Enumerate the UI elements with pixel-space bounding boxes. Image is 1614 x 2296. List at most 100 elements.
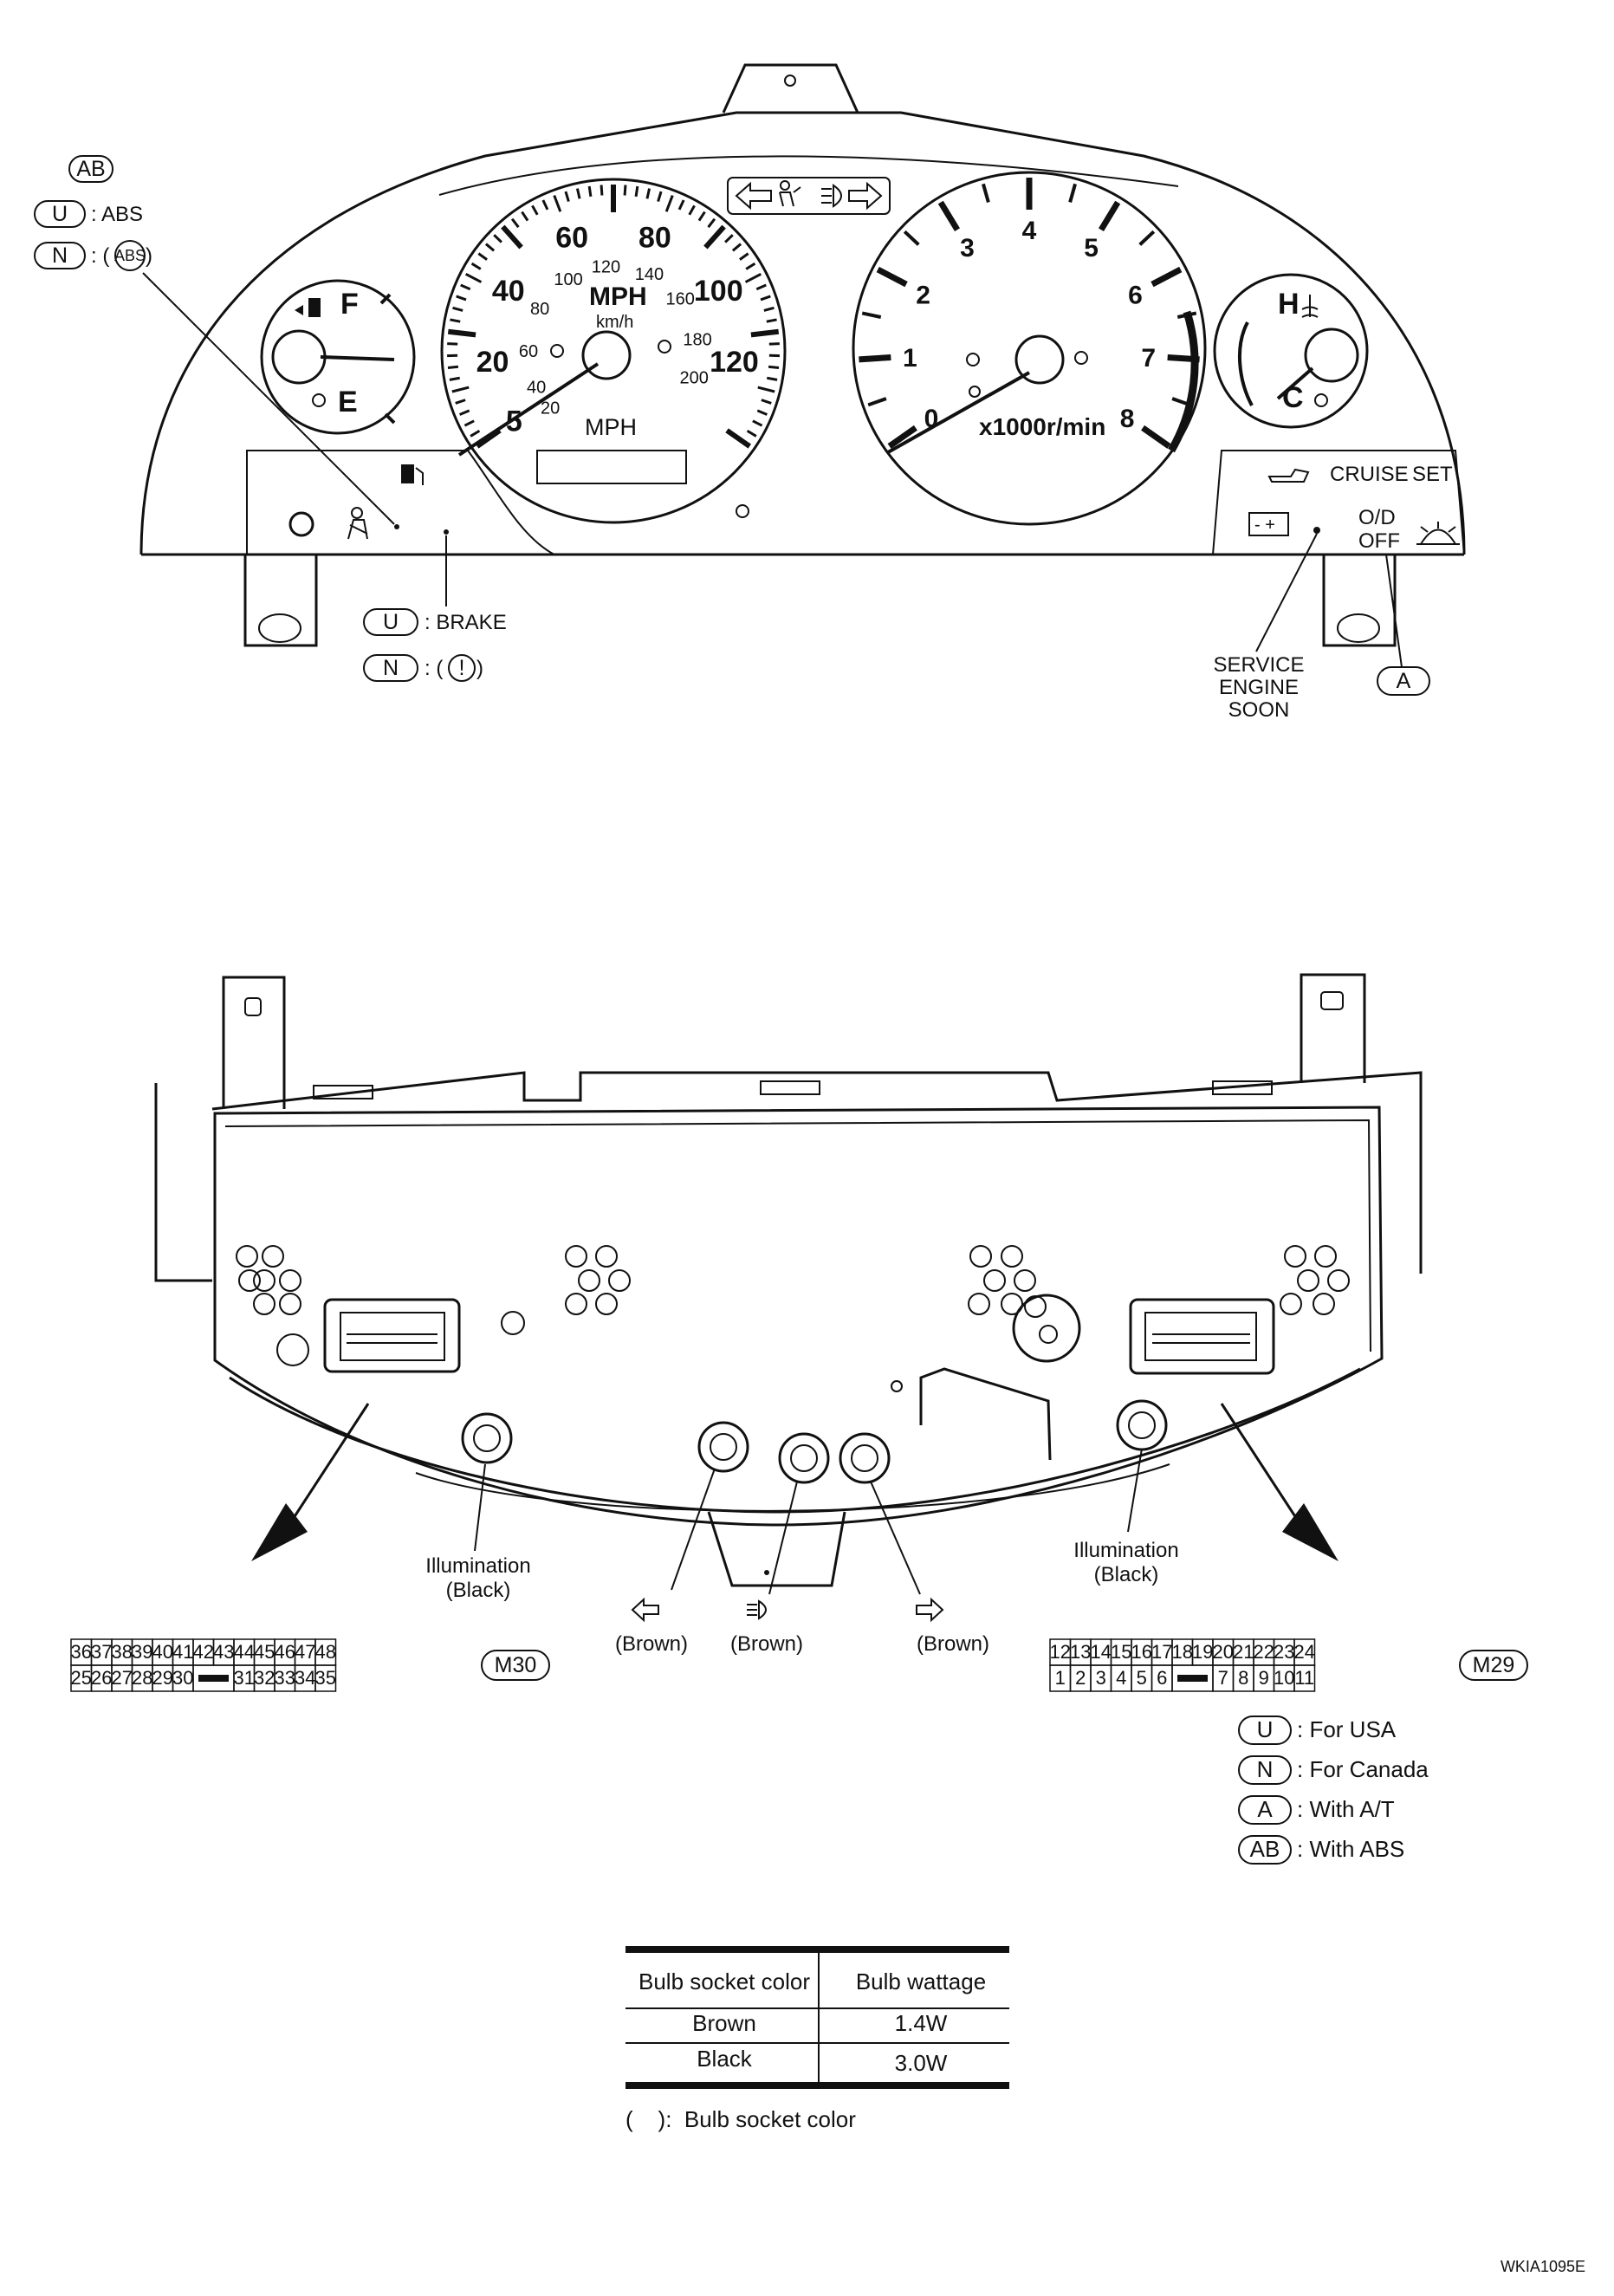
connector-pin-number: 4 (1116, 1667, 1126, 1689)
speedometer-tick (531, 204, 539, 216)
lower-right-warning-lamps: CRUISE SET - + O/D OFF (1248, 463, 1460, 553)
speedometer-kmh-label: 80 (530, 300, 549, 319)
oil-pressure-icon (1267, 468, 1310, 483)
illumination-socket-right-core (1128, 1411, 1156, 1439)
fuel-full-label: F (340, 288, 359, 321)
abs-u-badge-text: U (52, 202, 68, 226)
brake-u-badge-text: U (383, 610, 399, 634)
left-turn-socket-color: (Brown) (615, 1632, 688, 1656)
table-header-wattage: Bulb wattage (856, 1968, 986, 1994)
speedometer-tick (587, 185, 593, 198)
connector-pin-number: 12 (1050, 1641, 1071, 1663)
legend-badge (1238, 1716, 1292, 1745)
connector-pin-number: 47 (295, 1641, 315, 1663)
table-cell: 1.4W (895, 2010, 948, 2036)
connector-pin-number: 2 (1075, 1667, 1086, 1689)
connector-pin-number: 5 (1137, 1667, 1147, 1689)
rear-vent-hole (1313, 1293, 1335, 1315)
low-fuel-icon-hose (415, 467, 424, 485)
connector-pin-number: 35 (315, 1667, 336, 1689)
seat-belt-icon-body (347, 519, 368, 540)
speedometer-tick (688, 204, 696, 216)
connector-pin-number: 11 (1294, 1667, 1314, 1689)
tachometer-small-hole (969, 386, 981, 398)
speedometer-tick (645, 188, 651, 199)
connector-pin-cell (1293, 1664, 1316, 1692)
tachometer-needle (887, 371, 1030, 454)
tachometer-label: 6 (1128, 281, 1143, 309)
lower-panel-right (1212, 450, 1465, 555)
temp-gauge-dial (1213, 273, 1369, 429)
rear-connector-m30 (323, 1298, 525, 1373)
top-mount-hole (784, 75, 796, 87)
speedometer-kmh-label: 40 (527, 378, 546, 397)
connector-pin-number: 21 (1233, 1641, 1254, 1663)
brake-n-description: : ( (425, 657, 443, 680)
connector-pin-number: 40 (152, 1641, 173, 1663)
legend-badge-text: U (1257, 1716, 1274, 1742)
rear-vent-hole (578, 1269, 600, 1292)
tachometer-tick (1151, 266, 1183, 288)
connector-pin-number: 37 (91, 1641, 112, 1663)
abs-n-badge (34, 242, 86, 269)
rear-vent-hole (1284, 1245, 1306, 1268)
battery-icon-minus: - + (1254, 516, 1275, 535)
service-engine-soon-dot (1313, 527, 1320, 534)
fuel-gauge-needle (320, 355, 395, 361)
tachometer-tick (1141, 425, 1171, 449)
tachometer-label: 2 (916, 281, 930, 309)
legend-badge-text: N (1257, 1756, 1274, 1782)
left-mount-tab (243, 555, 318, 647)
speedometer-tick (553, 195, 562, 212)
speedometer-tick (750, 328, 780, 338)
tachometer-tick (903, 230, 920, 246)
right-mount-hole (1337, 613, 1380, 643)
speedometer-kmh-label: 200 (680, 368, 709, 387)
fuel-gauge-dial (260, 279, 416, 435)
connector-pin-number: 42 (193, 1641, 214, 1663)
right-turn-socket-color: (Brown) (917, 1632, 989, 1656)
right-turn-arrow-icon (848, 181, 883, 211)
illumination-left-label-2: (Black) (446, 1579, 511, 1602)
connector-pin-number: 29 (152, 1667, 173, 1689)
rear-lower-tab-dot (764, 1570, 769, 1575)
rear-vent-hole (968, 1293, 990, 1315)
at-leader-line (1385, 554, 1403, 668)
temperature-gauge: H C (1213, 273, 1369, 429)
speedometer-kmh-label: 180 (683, 330, 711, 349)
table-cell: Black (697, 2046, 753, 2072)
rear-vent-hole (279, 1269, 301, 1292)
abs-symbol-icon (114, 240, 146, 271)
tachometer-tick (1099, 200, 1121, 232)
speedometer-mph-label: 80 (638, 221, 671, 254)
speedometer-tick (447, 342, 458, 346)
rear-vent-hole (276, 1333, 309, 1366)
brake-u-description: : BRAKE (425, 611, 507, 634)
rear-gauge-boss-center (1039, 1325, 1058, 1344)
temp-screw-icon (1314, 393, 1328, 407)
rear-vent-hole (236, 1245, 258, 1268)
speedometer-tick (501, 224, 523, 250)
rear-vent-hole (608, 1269, 631, 1292)
rear-vent-hole (279, 1293, 301, 1315)
high-beam-indicator-icon (747, 1599, 767, 1620)
left-turn-leader (671, 1468, 716, 1591)
connector-pin-number: 22 (1254, 1641, 1274, 1663)
rear-right-ear (1300, 973, 1366, 1083)
illumination-left-label-1: Illumination (425, 1554, 530, 1578)
tachometer-tick (859, 353, 891, 363)
top-mount-tab (722, 63, 859, 114)
rear-vent-hole (1314, 1245, 1337, 1268)
temp-gauge-needle (1276, 366, 1314, 400)
speedometer-mph-label: 40 (492, 275, 525, 308)
view-arrow-right-shaft (1220, 1403, 1301, 1524)
speedometer-tick (451, 386, 470, 393)
m29-pin-field (1144, 1312, 1257, 1361)
tachometer-screw-icon (966, 353, 980, 366)
table-cell: 3.0W (895, 2050, 948, 2076)
tachometer-tick (1138, 230, 1156, 246)
tachometer-tick (861, 311, 882, 319)
brake-symbol-icon (448, 654, 476, 682)
